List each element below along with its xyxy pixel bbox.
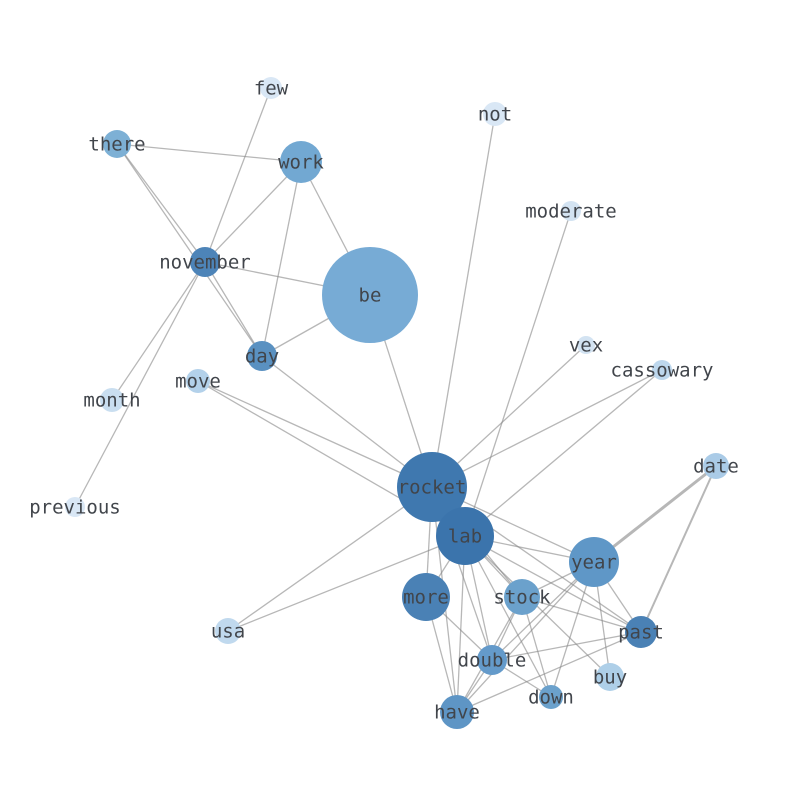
- edge-not-rocket: [431, 113, 496, 488]
- node-year: [569, 537, 619, 587]
- edge-november-month: [111, 261, 206, 401]
- node-november-label: november: [159, 252, 251, 274]
- edge-there-november: [116, 143, 206, 263]
- edge-work-day: [261, 161, 302, 357]
- node-work-label: work: [278, 152, 324, 174]
- node-down-label: down: [528, 687, 574, 709]
- edge-moderate-lab: [464, 210, 572, 537]
- node-buy: [596, 663, 624, 691]
- edge-november-day: [204, 261, 263, 357]
- edge-date-past: [640, 465, 717, 633]
- edge-lab-past: [464, 535, 642, 633]
- node-date-label: date: [693, 456, 739, 478]
- edge-lab-down: [464, 535, 552, 698]
- node-past: [625, 616, 657, 648]
- node-usa: [215, 618, 241, 644]
- edge-few-november: [204, 87, 272, 263]
- node-have: [440, 695, 474, 729]
- nodes-layer: [65, 77, 729, 729]
- node-be-label: be: [359, 285, 382, 307]
- node-moderate-label: moderate: [525, 201, 617, 223]
- node-double-label: double: [458, 650, 527, 672]
- edge-date-year: [593, 464, 717, 564]
- edge-year-have: [456, 561, 595, 713]
- node-stock-label: stock: [493, 587, 551, 609]
- node-not-label: not: [478, 104, 512, 126]
- node-day-label: day: [245, 346, 279, 368]
- node-not: [483, 102, 507, 126]
- node-previous-label: previous: [29, 497, 121, 519]
- node-double: [477, 645, 507, 675]
- node-work: [280, 141, 322, 183]
- node-cassowary: [652, 360, 672, 380]
- node-rocket: [397, 452, 467, 522]
- edge-there-work: [116, 143, 302, 163]
- node-day: [247, 341, 277, 371]
- edges-layer: [74, 87, 717, 713]
- edge-stock-past: [521, 596, 642, 633]
- node-move-label: move: [175, 371, 221, 393]
- edge-lab-buy: [464, 535, 611, 678]
- edge-work-november: [204, 161, 302, 263]
- node-there: [103, 130, 131, 158]
- edge-usa-rocket: [227, 486, 433, 632]
- edge-past-have: [456, 631, 642, 713]
- node-moderate: [561, 201, 581, 221]
- node-few: [260, 77, 282, 99]
- node-past-label: past: [618, 622, 664, 644]
- node-more-label: more: [403, 587, 449, 609]
- edge-past-double: [491, 631, 642, 661]
- node-be: [322, 247, 418, 343]
- node-move: [186, 369, 210, 393]
- node-november: [190, 247, 220, 277]
- node-previous: [65, 497, 85, 517]
- node-few-label: few: [254, 78, 289, 100]
- node-month: [100, 388, 124, 412]
- node-there-label: there: [88, 134, 145, 156]
- node-cassowary-label: cassowary: [611, 360, 714, 382]
- node-vex: [577, 336, 595, 354]
- node-lab-label: lab: [448, 526, 482, 548]
- edge-cassowary-rocket: [431, 369, 663, 488]
- edge-november-previous: [74, 261, 206, 508]
- node-rocket-label: rocket: [398, 477, 467, 499]
- edge-usa-lab: [227, 535, 466, 632]
- node-vex-label: vex: [569, 335, 603, 357]
- node-have-label: have: [434, 702, 480, 724]
- labels-layer: few not there work moderate november be vex day c…: [29, 78, 739, 724]
- edge-cassowary-lab: [464, 369, 663, 537]
- edge-there-day: [116, 143, 263, 357]
- edge-lab-have: [456, 535, 466, 713]
- node-more: [402, 573, 450, 621]
- edge-move-rocket: [197, 380, 433, 488]
- node-month-label: month: [83, 390, 140, 412]
- node-date: [703, 453, 729, 479]
- node-lab: [436, 507, 494, 565]
- node-buy-label: buy: [593, 667, 627, 689]
- edge-day-rocket: [261, 355, 433, 488]
- node-down: [539, 685, 563, 709]
- node-usa-label: usa: [211, 621, 245, 643]
- node-year-label: year: [571, 552, 617, 574]
- node-stock: [504, 579, 540, 615]
